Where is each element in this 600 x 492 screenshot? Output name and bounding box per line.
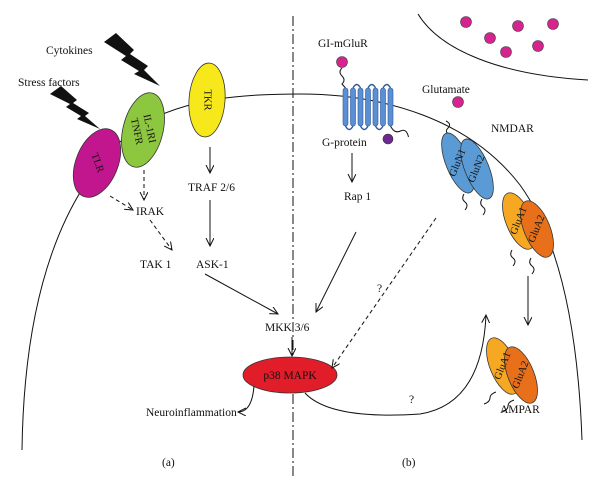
cytokines-lightning-icon: [104, 33, 160, 86]
irak-label: IRAK: [136, 206, 165, 218]
tkr-label: TKR: [202, 90, 213, 111]
gi-mglur-label: GI-mGluR: [318, 38, 368, 50]
mglur-c-terminus: [390, 125, 409, 138]
glutamate-dot: [500, 46, 512, 58]
stress-factors-lightning-icon: [50, 86, 100, 129]
glutamate-dot: [532, 40, 544, 52]
tak1-label: TAK 1: [140, 259, 172, 271]
mglur-n-terminus: [339, 67, 346, 89]
mglur-helix: [357, 87, 364, 127]
mglur-loop: [382, 83, 392, 89]
glua2-surface-subunit: [520, 200, 554, 258]
stress-factors-label: Stress factors: [18, 77, 80, 89]
glutamate-molecules: [336, 16, 559, 108]
mglur-helix: [387, 87, 394, 127]
tlr-receptor: TLR: [72, 128, 122, 198]
nmdar-to-p38-arrow: [332, 217, 437, 368]
p38-to-neuroinflammation-arrow: [238, 385, 255, 412]
glutamate-label: Glutamate: [422, 84, 470, 96]
panel-b-label: (b): [402, 457, 416, 469]
surface-ampar-tail: [529, 257, 535, 275]
mglur-helix: [342, 87, 349, 127]
glutamate-dot: [460, 16, 472, 28]
il1r-tnfr-shape: [121, 92, 165, 168]
glutamate-dot: [452, 96, 464, 108]
mglur-helix: [372, 87, 379, 127]
tlr-to-irak-arrow: [109, 195, 133, 210]
mglur-loop: [344, 125, 354, 131]
internal-ampar-tail: [483, 391, 497, 405]
tak1-ask1-to-mkk-arrow: [204, 273, 278, 314]
nmdar-receptor: GluN1 GluN2: [441, 120, 494, 216]
glua2-internal-subunit: [504, 346, 538, 404]
rap1-to-mkk-arrow: [316, 231, 357, 312]
cytokines-label: Cytokines: [46, 45, 93, 57]
p38-label: p38 MAPK: [263, 370, 317, 382]
ask1-label: ASK-1: [196, 259, 229, 271]
tkr-shape: [188, 62, 226, 138]
traf-label: TRAF 2/6: [188, 182, 235, 194]
g-protein-label: G-protein: [322, 137, 367, 149]
p38-to-ampar-arrow: [304, 315, 486, 416]
p38-shape: [242, 356, 338, 394]
glutamate-dot: [484, 32, 496, 44]
surface-ampar-tail: [510, 249, 516, 267]
mglur-loop: [352, 83, 362, 89]
internalized-ampar: GluA1 GluA2: [483, 337, 538, 413]
nmdar-bottom-tail: [480, 198, 486, 216]
mglur-loop: [367, 83, 377, 89]
surface-ampar: GluA1 GluA2: [502, 192, 554, 275]
il1r-tnfr-receptor: IL-1RI TNFR: [121, 92, 165, 168]
tnfr-label: TNFR: [128, 117, 144, 146]
ampar-question-mark: ?: [409, 394, 414, 406]
mkk-label: MKK 3/6: [265, 322, 310, 334]
glutamate-dot: [336, 56, 348, 68]
mglur-helix: [380, 87, 386, 127]
glun2-subunit: [460, 138, 494, 200]
panel-a-label: (a): [162, 457, 175, 469]
tlr-shape: [72, 128, 122, 198]
ampar-label: AMPAR: [500, 404, 540, 416]
mglur-helix: [350, 87, 356, 127]
neuroinflammation-label: Neuroinflammation: [146, 407, 237, 419]
glutamate-dot: [512, 20, 524, 32]
presynaptic-terminal: [417, 13, 589, 81]
mglur-loop: [359, 125, 369, 131]
internal-ampar-tail: [501, 399, 515, 413]
rap1-label: Rap 1: [344, 191, 371, 203]
p38-mapk-node: p38 MAPK: [242, 356, 338, 394]
mglur-helix: [365, 87, 371, 127]
mglur-loop: [374, 125, 384, 131]
g-protein-dot: [382, 133, 394, 145]
irak-to-tak1-arrow: [149, 219, 172, 250]
nmdar-question-mark: ?: [377, 283, 382, 295]
nmdar-label: NMDAR: [491, 123, 534, 135]
gi-mglur-receptor: [339, 67, 409, 145]
glutamate-dot: [547, 18, 559, 30]
nmdar-bottom-tail: [462, 193, 468, 211]
tkr-receptor: TKR: [188, 62, 226, 138]
